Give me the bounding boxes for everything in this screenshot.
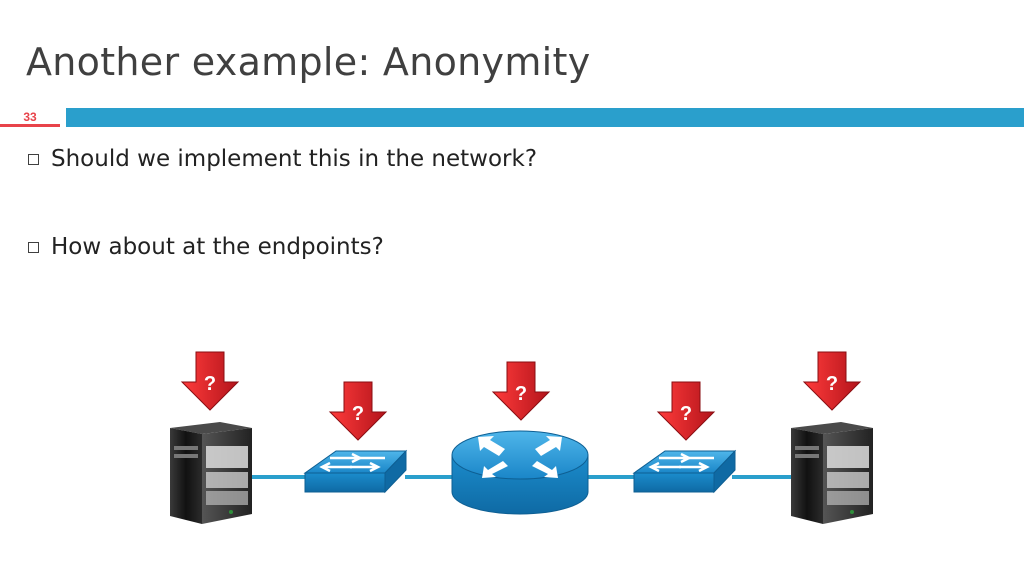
- question-mark-label: ?: [515, 383, 527, 405]
- bullet-text: How about at the endpoints?: [51, 234, 384, 260]
- bullet-square-icon: [28, 241, 39, 253]
- question-arrow-marker: ?: [656, 381, 716, 441]
- slide-number-rule-bottom: [0, 124, 60, 127]
- question-mark-label: ?: [352, 403, 364, 425]
- right-server-icon: [791, 422, 873, 524]
- router-icon: [451, 430, 589, 515]
- question-mark-label: ?: [204, 373, 216, 395]
- question-arrow-marker: ?: [328, 381, 388, 441]
- bullet-item: Should we implement this in the network?: [28, 146, 537, 172]
- right-switch-icon: [632, 449, 737, 494]
- bullet-text: Should we implement this in the network?: [51, 146, 538, 172]
- question-mark-label: ?: [680, 403, 692, 425]
- question-arrow-marker: ?: [180, 351, 240, 411]
- left-server-icon: [170, 422, 252, 524]
- question-arrow-marker: ?: [491, 361, 551, 421]
- question-mark-label: ?: [826, 373, 838, 395]
- bullet-square-icon: [28, 153, 39, 165]
- header-bar: [66, 108, 1024, 127]
- slide-number: 33: [0, 108, 60, 127]
- slide-title: Another example: Anonymity: [26, 40, 591, 84]
- left-switch-icon: [303, 449, 408, 494]
- bullet-item: How about at the endpoints?: [28, 234, 384, 260]
- question-arrow-marker: ?: [802, 351, 862, 411]
